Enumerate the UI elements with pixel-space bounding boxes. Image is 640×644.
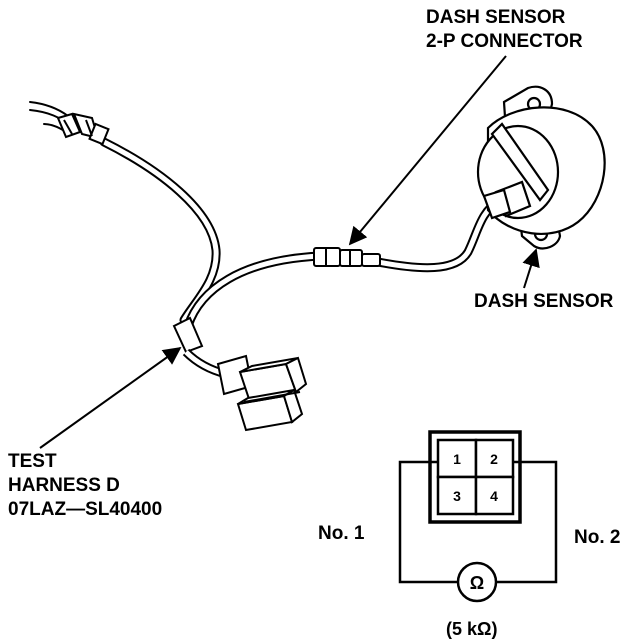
ohm-symbol: Ω: [470, 573, 484, 593]
ohmmeter-icon: [456, 561, 498, 603]
dash-connector-label: DASH SENSOR 2-P CONNECTOR: [426, 6, 583, 54]
dash-connector-label-line1: DASH SENSOR: [426, 7, 566, 28]
leader-arrows: [39, 55, 540, 449]
inline-connector-upper: [56, 112, 110, 146]
resistance-label: (5 kΩ): [446, 617, 497, 641]
dash-sensor-body: [476, 85, 606, 250]
dash-sensor-label: DASH SENSOR: [474, 290, 613, 314]
terminal-no1-label: No. 1: [318, 522, 364, 546]
test-harness-label-line2: HARNESS D: [8, 475, 120, 496]
pin-number: 4: [490, 488, 498, 504]
pin-number: 2: [490, 451, 498, 467]
pin-number: 3: [453, 488, 461, 504]
dash-connector-label-line2: 2-P CONNECTOR: [426, 31, 583, 52]
harness-cable-upper: [29, 101, 221, 325]
arrow-to-dash-sensor: [522, 248, 540, 289]
connector-face-schematic: [428, 430, 522, 524]
ohmmeter-leads: [398, 460, 558, 584]
resistance-text: (5 kΩ): [446, 619, 498, 639]
terminal-no2-label: No. 2: [574, 526, 620, 550]
dash-sensor-label-text: DASH SENSOR: [474, 291, 614, 312]
test-harness-label: TEST HARNESS D 07LAZ—SL40400: [8, 450, 162, 522]
terminal-no1-text: No. 1: [318, 523, 365, 544]
arrow-to-test-harness: [39, 346, 182, 449]
test-harness-label-line3: 07LAZ—SL40400: [8, 499, 163, 520]
arrow-to-2p-connector: [348, 55, 507, 246]
harness-d-plug: [216, 354, 308, 432]
terminal-no2-text: No. 2: [574, 527, 621, 548]
harness-cable-center: [183, 195, 505, 331]
test-harness-label-line1: TEST: [8, 451, 57, 472]
dash-sensor-2p-connector: [313, 247, 381, 267]
pin-number: 1: [453, 451, 461, 467]
